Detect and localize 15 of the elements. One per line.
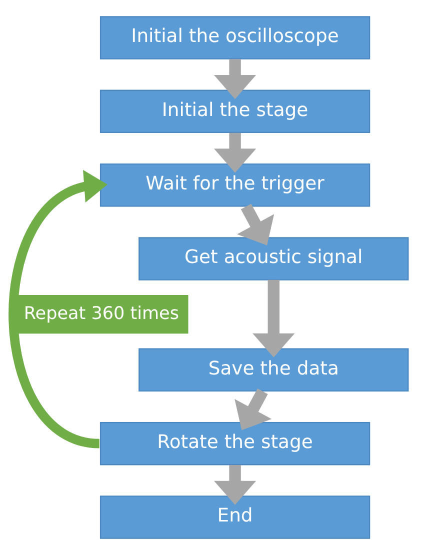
- node-box: Save the data: [138, 348, 409, 392]
- arrow: [214, 464, 256, 504]
- node-box: Get acoustic signal: [138, 236, 409, 280]
- arrow: [214, 58, 256, 99]
- arrow: [214, 132, 256, 172]
- node-box: Initial the stage: [100, 89, 370, 133]
- edge-label: Repeat 360 times: [24, 304, 179, 324]
- arrow: [8, 169, 108, 448]
- arrow: [234, 388, 272, 430]
- arrow: [252, 279, 295, 357]
- node-box: Wait for the trigger: [100, 162, 370, 206]
- node-box: Initial the oscilloscope: [100, 16, 370, 59]
- arrow: [237, 203, 274, 245]
- node-box: End: [100, 495, 370, 538]
- node-box: Rotate the stage: [100, 421, 370, 465]
